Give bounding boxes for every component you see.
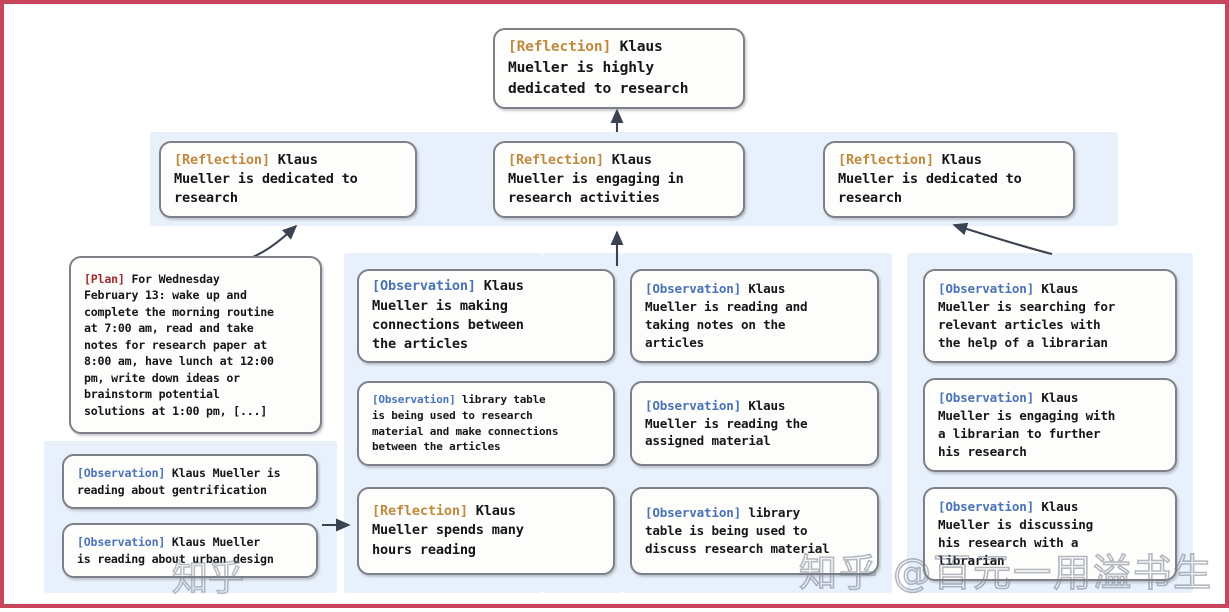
tag-observation: [Observation] [938, 499, 1034, 515]
node-reflection-2-body: Klaus Mueller is engaging in research ac… [508, 151, 684, 207]
tag-observation: [Observation] [645, 505, 741, 521]
tag-reflection: [Reflection] [508, 38, 612, 56]
node-root-body: Klaus Mueller is highly dedicated to res… [508, 38, 689, 97]
node-col2-item-1-body: Klaus Mueller is reading and taking note… [645, 281, 808, 350]
node-col2-item-3-text: [Observation] library table is being use… [632, 504, 877, 558]
node-col1-item-2-body: library table is being used to research … [372, 393, 559, 454]
node-col1-item-1-body: Klaus Mueller is making connections betw… [372, 278, 524, 353]
node-col2-item-2-body: Klaus Mueller is reading the assigned ma… [645, 397, 808, 449]
node-plan-body: For Wednesday February 13: wake up and c… [84, 271, 274, 418]
node-left-observation-1[interactable]: [Observation] Klaus Mueller is reading a… [62, 454, 318, 509]
node-col1-item-3-body: Klaus Mueller spends many hours reading [372, 503, 524, 558]
node-col1-item-2[interactable]: [Observation] library table is being use… [357, 381, 615, 466]
node-col1-item-3-text: [Reflection] Klaus Mueller spends many h… [359, 502, 613, 560]
node-left-observation-1-text: [Observation] Klaus Mueller is reading a… [64, 465, 316, 498]
node-reflection-3[interactable]: [Reflection] Klaus Mueller is dedicated … [823, 141, 1075, 218]
node-left-observation-1-body: Klaus Mueller is reading about gentrific… [77, 466, 281, 497]
tag-observation: [Observation] [645, 397, 741, 413]
diagram-canvas: [Reflection] Klaus Mueller is highly ded… [4, 4, 1225, 604]
tag-reflection: [Reflection] [372, 503, 468, 520]
node-reflection-1[interactable]: [Reflection] Klaus Mueller is dedicated … [159, 141, 417, 218]
node-plan-text: [Plan] For Wednesday February 13: wake u… [71, 271, 320, 419]
node-col2-item-2[interactable]: [Observation] Klaus Mueller is reading t… [630, 381, 879, 466]
node-col3-item-1[interactable]: [Observation] Klaus Mueller is searching… [923, 269, 1177, 363]
tag-plan: [Plan] [84, 271, 125, 286]
node-col2-item-3-body: library table is being used to discuss r… [645, 505, 830, 556]
tag-reflection: [Reflection] [508, 151, 604, 168]
node-root-text: [Reflection] Klaus Mueller is highly ded… [495, 37, 743, 99]
node-reflection-2[interactable]: [Reflection] Klaus Mueller is engaging i… [493, 141, 745, 218]
node-col3-item-1-text: [Observation] Klaus Mueller is searching… [925, 280, 1175, 352]
node-reflection-3-text: [Reflection] Klaus Mueller is dedicated … [825, 151, 1073, 209]
node-reflection-1-body: Klaus Mueller is dedicated to research [174, 151, 358, 207]
node-col3-item-3-body: Klaus Mueller is discussing his research… [938, 499, 1094, 568]
node-left-observation-2-body: Klaus Mueller is reading about urban des… [77, 535, 274, 566]
node-reflection-2-text: [Reflection] Klaus Mueller is engaging i… [495, 151, 743, 209]
node-col3-item-3-text: [Observation] Klaus Mueller is discussin… [925, 498, 1175, 570]
arrow-col3-to-reflection3 [952, 222, 1053, 256]
tag-observation: [Observation] [372, 393, 456, 407]
node-col1-item-2-text: [Observation] library table is being use… [359, 392, 613, 454]
node-col1-item-1-text: [Observation] Klaus Mueller is making co… [359, 277, 613, 354]
node-col3-item-3[interactable]: [Observation] Klaus Mueller is discussin… [923, 487, 1177, 581]
node-col3-item-2-body: Klaus Mueller is engaging with a librari… [938, 390, 1116, 459]
node-root-reflection[interactable]: [Reflection] Klaus Mueller is highly ded… [493, 28, 745, 109]
node-col2-item-3[interactable]: [Observation] library table is being use… [630, 487, 879, 575]
tag-observation: [Observation] [938, 281, 1034, 297]
tag-observation: [Observation] [645, 281, 741, 297]
node-col1-item-3[interactable]: [Reflection] Klaus Mueller spends many h… [357, 487, 615, 575]
node-reflection-3-body: Klaus Mueller is dedicated to research [838, 151, 1022, 207]
tag-observation: [Observation] [938, 390, 1034, 406]
tag-observation: [Observation] [77, 466, 166, 481]
node-reflection-1-text: [Reflection] Klaus Mueller is dedicated … [161, 151, 415, 209]
node-col3-item-2[interactable]: [Observation] Klaus Mueller is engaging … [923, 378, 1177, 472]
node-col2-item-1[interactable]: [Observation] Klaus Mueller is reading a… [630, 269, 879, 363]
node-left-observation-2-text: [Observation] Klaus Mueller is reading a… [64, 534, 316, 567]
node-col1-item-1[interactable]: [Observation] Klaus Mueller is making co… [357, 269, 615, 363]
tag-reflection: [Reflection] [838, 151, 934, 168]
node-col3-item-2-text: [Observation] Klaus Mueller is engaging … [925, 389, 1175, 461]
node-left-observation-2[interactable]: [Observation] Klaus Mueller is reading a… [62, 523, 318, 578]
node-col3-item-1-body: Klaus Mueller is searching for relevant … [938, 281, 1116, 350]
node-col2-item-2-text: [Observation] Klaus Mueller is reading t… [632, 397, 877, 451]
tag-observation: [Observation] [372, 278, 476, 295]
tag-observation: [Observation] [77, 535, 166, 550]
tag-reflection: [Reflection] [174, 151, 270, 168]
node-plan[interactable]: [Plan] For Wednesday February 13: wake u… [69, 256, 322, 434]
node-col2-item-1-text: [Observation] Klaus Mueller is reading a… [632, 280, 877, 352]
